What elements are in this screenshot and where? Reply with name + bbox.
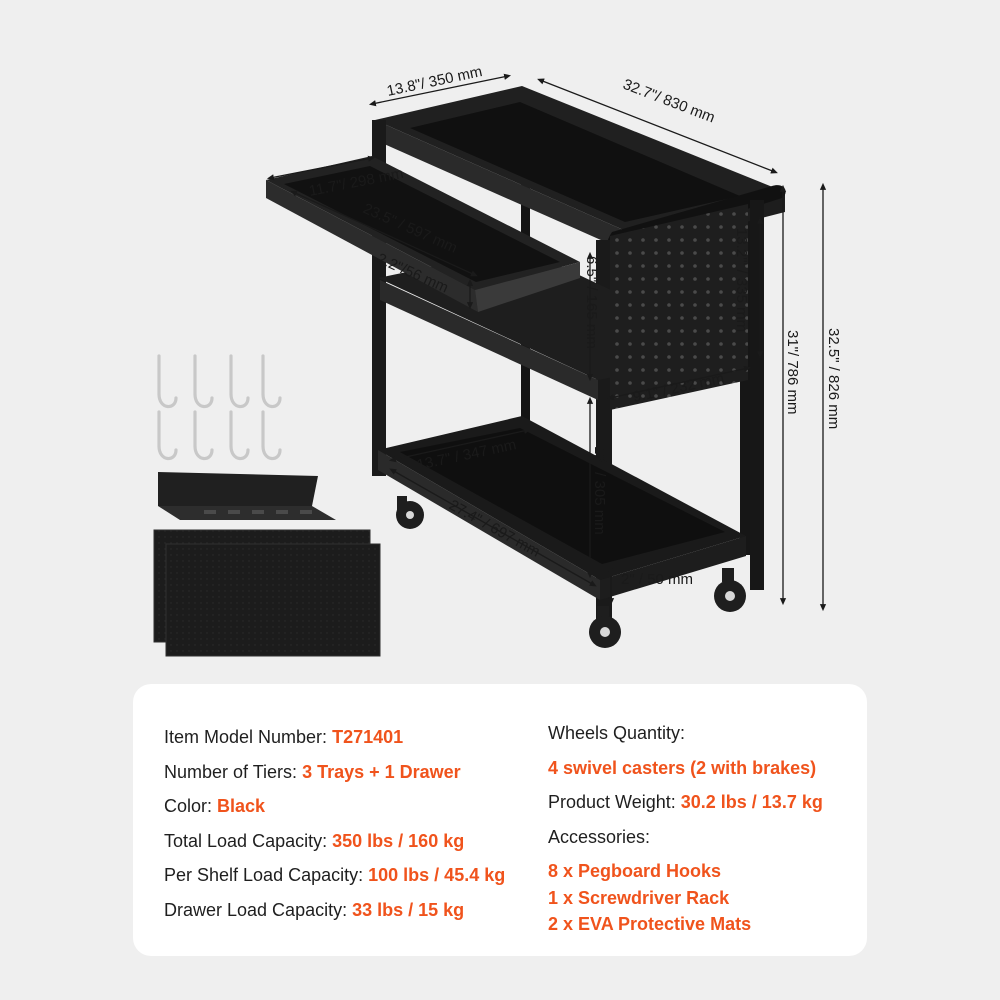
spec-color: Color: Black (164, 796, 266, 817)
spec-shelf-load: Per Shelf Load Capacity: 100 lbs / 45.4 … (164, 865, 506, 886)
dim-length-top: 32.7"/ 830 mm (621, 76, 718, 127)
spec-total-load: Total Load Capacity: 350 lbs / 160 kg (164, 830, 465, 851)
spec-tiers: Number of Tiers: 3 Trays + 1 Drawer (164, 761, 461, 782)
spec-column-left: Item Model Number: T271401 Number of Tie… (164, 720, 505, 928)
spec-accessories-label: Accessories: (548, 826, 651, 847)
dim-handle-height: 31"/ 786 mm (784, 330, 801, 415)
pegboard-hooks (157, 354, 282, 461)
accessory-list: 8 x Pegboard Hooks 1 x Screwdriver Rack … (548, 858, 823, 938)
dim-bottom-gap: 12" / 305 mm (591, 446, 608, 535)
spec-panel: Item Model Number: T271401 Number of Tie… (133, 684, 867, 956)
dim-pegboard-height: 13.2"' / 335 mm (733, 228, 750, 332)
spec-wheels-label: Wheels Quantity: (548, 723, 686, 743)
spec-column-right: Wheels Quantity: 4 swivel casters (2 wit… (548, 716, 823, 938)
dim-caster-clearance: 2" / 50 mm (621, 571, 693, 588)
dim-total-height: 32.5" / 826 mm (825, 328, 842, 429)
spec-drawer-load: Drawer Load Capacity: 33 lbs / 15 kg (164, 899, 465, 920)
accessory-item: 2 x EVA Protective Mats (548, 914, 752, 935)
spec-wheels-value: 4 swivel casters (2 with brakes) (548, 757, 817, 778)
screwdriver-rack (158, 472, 336, 520)
model-number: T271401 (332, 727, 404, 747)
tool-cart-illustration: 13.8"/ 350 mm 32.7"/ 830 mm 11.7"/ 298 m… (153, 63, 842, 657)
accessory-item: 1 x Screwdriver Rack (548, 887, 730, 908)
accessory-item: 8 x Pegboard Hooks (548, 861, 722, 882)
spec-weight: Product Weight: 30.2 lbs / 13.7 kg (548, 792, 823, 813)
dim-depth-top: 13.8"/ 350 mm (385, 63, 483, 100)
spec-model: Item Model Number: T271401 (164, 727, 404, 747)
eva-protective-mats (153, 529, 381, 657)
dim-top-tray-gap: 6.5" / 165 mm (583, 256, 600, 349)
